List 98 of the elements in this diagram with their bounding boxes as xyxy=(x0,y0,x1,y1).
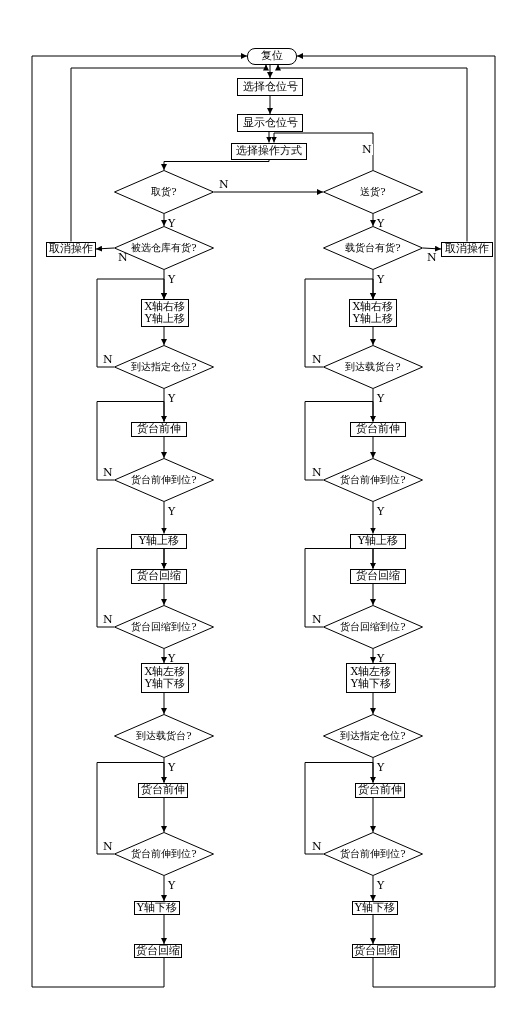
arrow xyxy=(266,131,272,143)
process-box: Y轴下移 xyxy=(352,901,398,915)
decision-diamond: 送货? xyxy=(323,170,423,214)
decision-diamond: 到达指定仓位? xyxy=(114,345,214,389)
edge-label: N xyxy=(218,179,230,190)
edge-label: Y xyxy=(167,506,177,517)
process-box: 货台前伸 xyxy=(355,782,405,798)
process-box: 选择操作方式 xyxy=(231,142,307,160)
process-box: 货台回缩 xyxy=(134,944,182,958)
edge-label: Y xyxy=(376,506,386,517)
start-terminal: 复位 xyxy=(247,47,297,65)
edge-label: Y xyxy=(376,762,386,773)
arrow xyxy=(370,875,376,902)
arrow xyxy=(370,914,376,945)
decision-diamond: 货台前伸到位? xyxy=(114,832,214,876)
process-box: 显示仓位号 xyxy=(237,114,303,132)
arrow xyxy=(161,692,167,715)
arrow xyxy=(161,648,167,664)
edge-label: N xyxy=(311,841,323,852)
arrow xyxy=(161,159,270,171)
arrow xyxy=(267,95,273,115)
arrow xyxy=(96,762,167,855)
process-box: 取消操作 xyxy=(46,241,96,257)
arrow xyxy=(275,64,468,242)
arrow xyxy=(161,436,167,459)
edge-label: Y xyxy=(167,762,177,773)
edge-label: N xyxy=(426,252,438,263)
arrow xyxy=(370,213,376,227)
edge-label: Y xyxy=(376,274,386,285)
edge-label: N xyxy=(102,354,114,365)
arrow xyxy=(370,648,376,664)
process-box: 货台回缩 xyxy=(350,568,406,584)
edge-label: Y xyxy=(167,393,177,404)
process-box: 取消操作 xyxy=(441,241,493,257)
process-box: X轴右移 Y轴上移 xyxy=(141,299,189,327)
decision-diamond: 货台前伸到位? xyxy=(323,832,423,876)
arrow xyxy=(161,797,167,833)
decision-diamond: 取货? xyxy=(114,170,214,214)
edge-label: N xyxy=(361,144,373,155)
process-box: Y轴上移 xyxy=(131,533,187,549)
arrow xyxy=(370,583,376,606)
arrow xyxy=(296,53,496,988)
process-box: Y轴上移 xyxy=(350,533,406,549)
process-box: X轴右移 Y轴上移 xyxy=(349,299,397,327)
arrow xyxy=(370,326,376,346)
arrow xyxy=(96,278,167,368)
arrow xyxy=(161,326,167,346)
process-box: Y轴下移 xyxy=(134,901,180,915)
edge-label: N xyxy=(311,354,323,365)
edge-label: N xyxy=(102,841,114,852)
arrow xyxy=(161,213,167,227)
edge-label: Y xyxy=(167,274,177,285)
decision-diamond: 到达指定仓位? xyxy=(323,714,423,758)
arrow xyxy=(422,245,442,252)
arrow xyxy=(304,401,376,481)
arrow xyxy=(267,64,273,79)
process-box: 货台回缩 xyxy=(131,568,187,584)
arrow xyxy=(161,583,167,606)
arrow xyxy=(31,53,248,988)
arrow xyxy=(95,245,115,252)
edge-label: Y xyxy=(376,393,386,404)
edge-label: N xyxy=(117,252,129,263)
decision-diamond: 到达载货台? xyxy=(323,345,423,389)
process-box: 货台前伸 xyxy=(131,421,187,437)
arrow xyxy=(161,875,167,902)
process-box: X轴左移 Y轴下移 xyxy=(346,663,396,693)
edge-label: Y xyxy=(376,880,386,891)
arrow xyxy=(271,132,374,171)
process-box: X轴左移 Y轴下移 xyxy=(141,663,189,693)
arrow xyxy=(304,762,376,855)
edge-label: Y xyxy=(167,880,177,891)
arrow xyxy=(96,401,167,481)
arrow xyxy=(304,548,376,628)
edge-label: Y xyxy=(167,218,177,229)
edge-label: N xyxy=(311,614,323,625)
decision-diamond: 货台回缩到位? xyxy=(323,605,423,649)
decision-diamond: 货台前伸到位? xyxy=(114,458,214,502)
process-box: 货台回缩 xyxy=(352,944,400,958)
decision-diamond: 货台回缩到位? xyxy=(114,605,214,649)
edge-label: Y xyxy=(376,218,386,229)
arrow xyxy=(304,278,376,368)
decision-diamond: 到达载货台? xyxy=(114,714,214,758)
process-box: 选择仓位号 xyxy=(237,78,303,96)
arrow xyxy=(370,436,376,459)
decision-diamond: 载货台有货? xyxy=(323,226,423,270)
arrow xyxy=(370,692,376,715)
edge-label: N xyxy=(102,614,114,625)
arrow xyxy=(370,501,376,534)
edge-label: N xyxy=(102,467,114,478)
arrow xyxy=(213,189,324,195)
decision-diamond: 货台前伸到位? xyxy=(323,458,423,502)
arrow xyxy=(70,64,269,242)
process-box: 货台前伸 xyxy=(138,782,188,798)
arrow xyxy=(161,501,167,534)
arrow xyxy=(161,914,167,945)
arrow xyxy=(370,797,376,833)
process-box: 货台前伸 xyxy=(350,421,406,437)
edge-label: N xyxy=(311,467,323,478)
